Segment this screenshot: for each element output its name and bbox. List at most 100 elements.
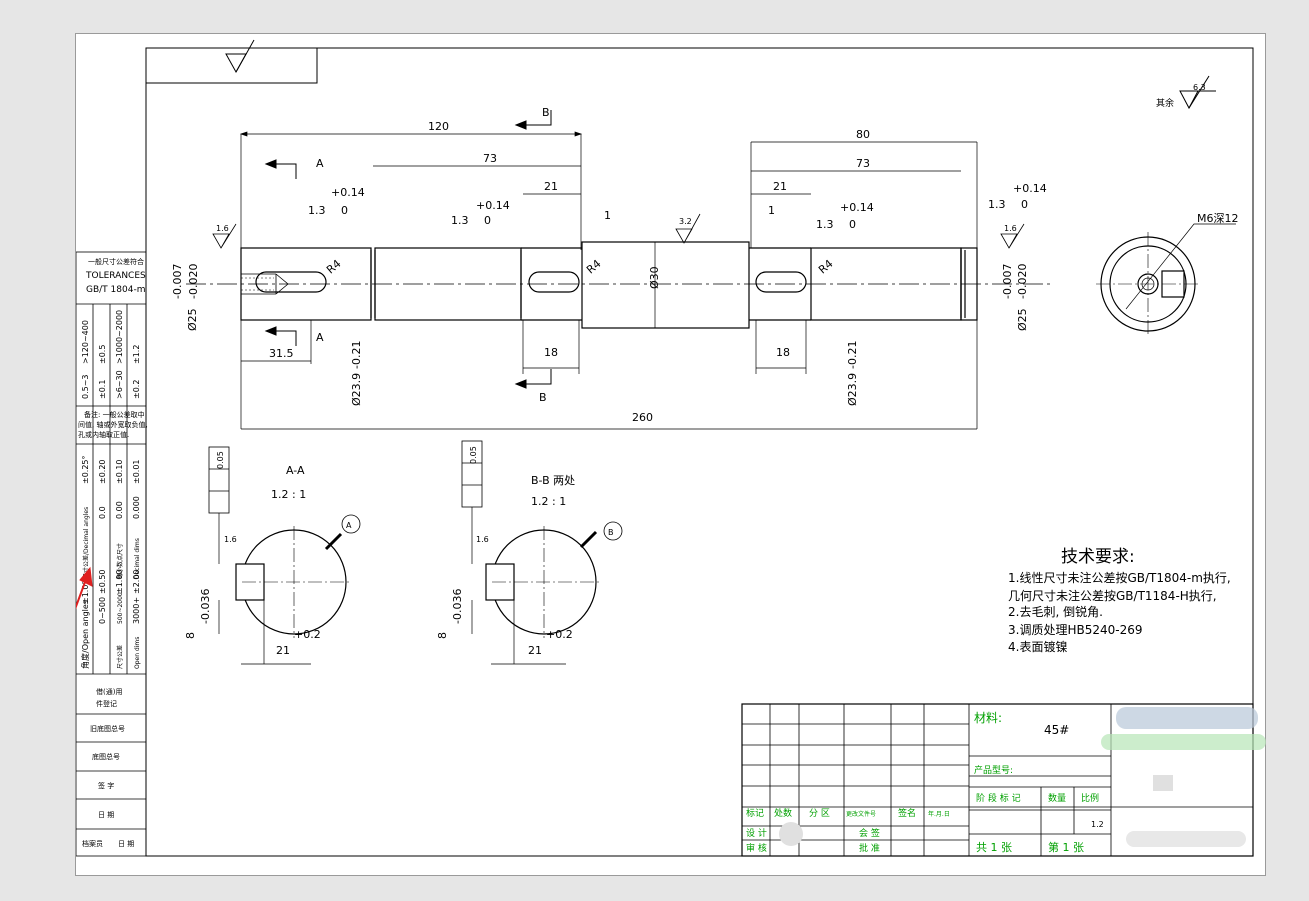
audit-label: 审 核: [746, 842, 767, 854]
left-table-row-7: 档案员: [82, 839, 103, 848]
label-size-tol: 尺寸公差: [116, 645, 124, 669]
vertical-dimension-texts: Ø30 Ø25 -0.007 -0.020 Ø25 -0.007 -0.020 …: [171, 264, 1029, 406]
radius-r4-a: R4: [324, 257, 344, 276]
approve-label: 批 准: [859, 842, 880, 854]
radius-r4-c: R4: [816, 257, 836, 276]
roughness-default-value: 6.3: [1193, 83, 1206, 92]
open-dim-3: 3000+: [132, 597, 141, 624]
section-bb-tol-box: 0.05: [469, 446, 478, 464]
dim-1.3-c: 1.3: [816, 218, 834, 231]
section-aa-scale: 1.2 : 1: [271, 488, 306, 501]
tol-plus014-b: +0.14: [476, 199, 510, 212]
qty-label: 数量: [1048, 792, 1066, 804]
dim-80: 80: [856, 128, 870, 141]
left-table-row-6: 日 期: [98, 811, 114, 819]
end-view: [1096, 223, 1236, 336]
tech-req-item-3: 3.调质处理HB5240-269: [1008, 623, 1142, 637]
section-aa: [208, 446, 361, 665]
radius-r4-b: R4: [584, 257, 604, 276]
right-journal: [960, 247, 978, 321]
left-keyway: [255, 271, 327, 293]
dim-73-left: 73: [483, 152, 497, 165]
dim-1.3-b: 1.3: [451, 214, 469, 227]
dim-31.5: 31.5: [269, 347, 294, 360]
range-3: >6~30: [115, 370, 124, 399]
section-aa-width: 21: [276, 644, 290, 657]
section-aa-depth-tol: -0.036: [199, 589, 212, 624]
range-5: >120~400: [81, 320, 90, 364]
header-date: 年.月.日: [928, 810, 950, 818]
section-aa-tol-box: 0.05: [216, 451, 225, 469]
tol-1: ±0.1: [98, 380, 107, 399]
tol-plus014-a: +0.14: [331, 186, 365, 199]
material-value: 45#: [1044, 723, 1069, 737]
left-table-row-1: 借(通)用: [96, 687, 122, 696]
mid-keyway: [528, 271, 580, 293]
drawing-sheet: 6.3 其余: [39, 33, 1266, 876]
tol-m020-right: -0.020: [1016, 264, 1029, 299]
label-each-decimal: 每小数点尺寸: [116, 543, 124, 579]
dim-73-right: 73: [856, 157, 870, 170]
left-table-row-2: 件登记: [96, 699, 117, 708]
header-change-doc: 更改文件号: [846, 810, 876, 818]
inner-frame: [145, 47, 1254, 857]
dia-23.9-right: Ø23.9: [846, 373, 859, 406]
left-table-rotated: 0.5~3 >120~400 ±0.1 ±0.5 >6~30 >1000~200…: [80, 310, 141, 669]
open-tol-2: ±1.00: [115, 569, 124, 594]
tech-req-item-1b: 几何尺寸未注公差按GB/T1184-H执行,: [1008, 588, 1217, 603]
section-bb-width: 21: [528, 644, 542, 657]
center-collar: [581, 241, 750, 329]
tol-0-a: 0: [341, 204, 348, 217]
tol-0-b: 0: [484, 214, 491, 227]
redacted-areas: [779, 707, 1266, 847]
tech-req-item-4: 4.表面镀镍: [1008, 640, 1067, 654]
roughness-1.6-left: 1.6: [216, 224, 229, 233]
header-signature: 签名: [898, 807, 916, 819]
section-aa-marker: A: [346, 521, 352, 530]
dim-18-left: 18: [544, 346, 558, 359]
left-table-note-1: 备注: 一般公差取中: [84, 410, 145, 419]
section-bb-marker: B: [608, 528, 614, 537]
section-b-top: B: [542, 106, 550, 119]
roughness-default-symbol: 6.3 其余: [1156, 75, 1216, 110]
tol-plus014-d: +0.14: [1013, 182, 1047, 195]
scale-value: 1.2: [1091, 820, 1104, 829]
header-count: 处数: [774, 807, 792, 819]
dimension-texts: 120 80 73 73 21 21 1 1 +0.14 1.3 0 +0.14…: [216, 106, 1239, 424]
open-dim-1: 0~500: [98, 597, 107, 624]
dim-1.3-d: 1.3: [988, 198, 1006, 211]
left-table-header-2: TOLERANCES: [85, 271, 146, 281]
tech-req-item-2: 2.去毛刺, 倒锐角.: [1008, 605, 1103, 619]
tol-5: ±0.5: [98, 345, 107, 364]
sheets-total: 共 1 张: [976, 841, 1012, 854]
shaft-main-view: [186, 241, 1051, 329]
tol-0-c: 0: [849, 218, 856, 231]
tol-plus014-c: +0.14: [840, 201, 874, 214]
section-aa-title: A-A: [286, 464, 305, 477]
section-bb: [461, 440, 623, 665]
left-table-row-4: 底图总号: [92, 752, 120, 761]
dim-1-left: 1: [604, 209, 611, 222]
header-zone: 分 区: [809, 808, 830, 819]
decimal-3: 0.000: [132, 496, 141, 519]
roughness-check-symbol: [225, 39, 255, 74]
section-b-bottom: B: [539, 391, 547, 404]
tech-req-item-1: 1.线性尺寸未注公差按GB/T1804-m执行,: [1008, 570, 1231, 585]
range-1: 0.5~3: [81, 374, 90, 399]
tol-0-d: 0: [1021, 198, 1028, 211]
tech-requirements: 技术要求: 1.线性尺寸未注公差按GB/T1804-m执行, 几何尺寸未注公差按…: [1008, 547, 1231, 654]
title-block: [741, 703, 1254, 857]
roughness-3.2: 3.2: [679, 217, 692, 226]
range-7: >1000~2000: [115, 310, 124, 364]
left-table-note-3: 孔或内轴取正值.: [78, 430, 129, 439]
tol-m007-left: -0.007: [171, 264, 184, 299]
header-mark: 标记: [746, 807, 764, 819]
dim-18-right: 18: [776, 346, 790, 359]
tol-3: ±0.2: [132, 380, 141, 399]
material-label: 材料:: [974, 711, 1002, 725]
section-bb-title: B-B 两处: [531, 474, 575, 487]
tol-m021-left: -0.21: [350, 341, 363, 369]
design-label: 设 计: [746, 827, 767, 839]
left-table-note-2: 间值, 轴或外宽取负值,: [78, 420, 148, 429]
left-tolerance-table: [75, 251, 147, 857]
